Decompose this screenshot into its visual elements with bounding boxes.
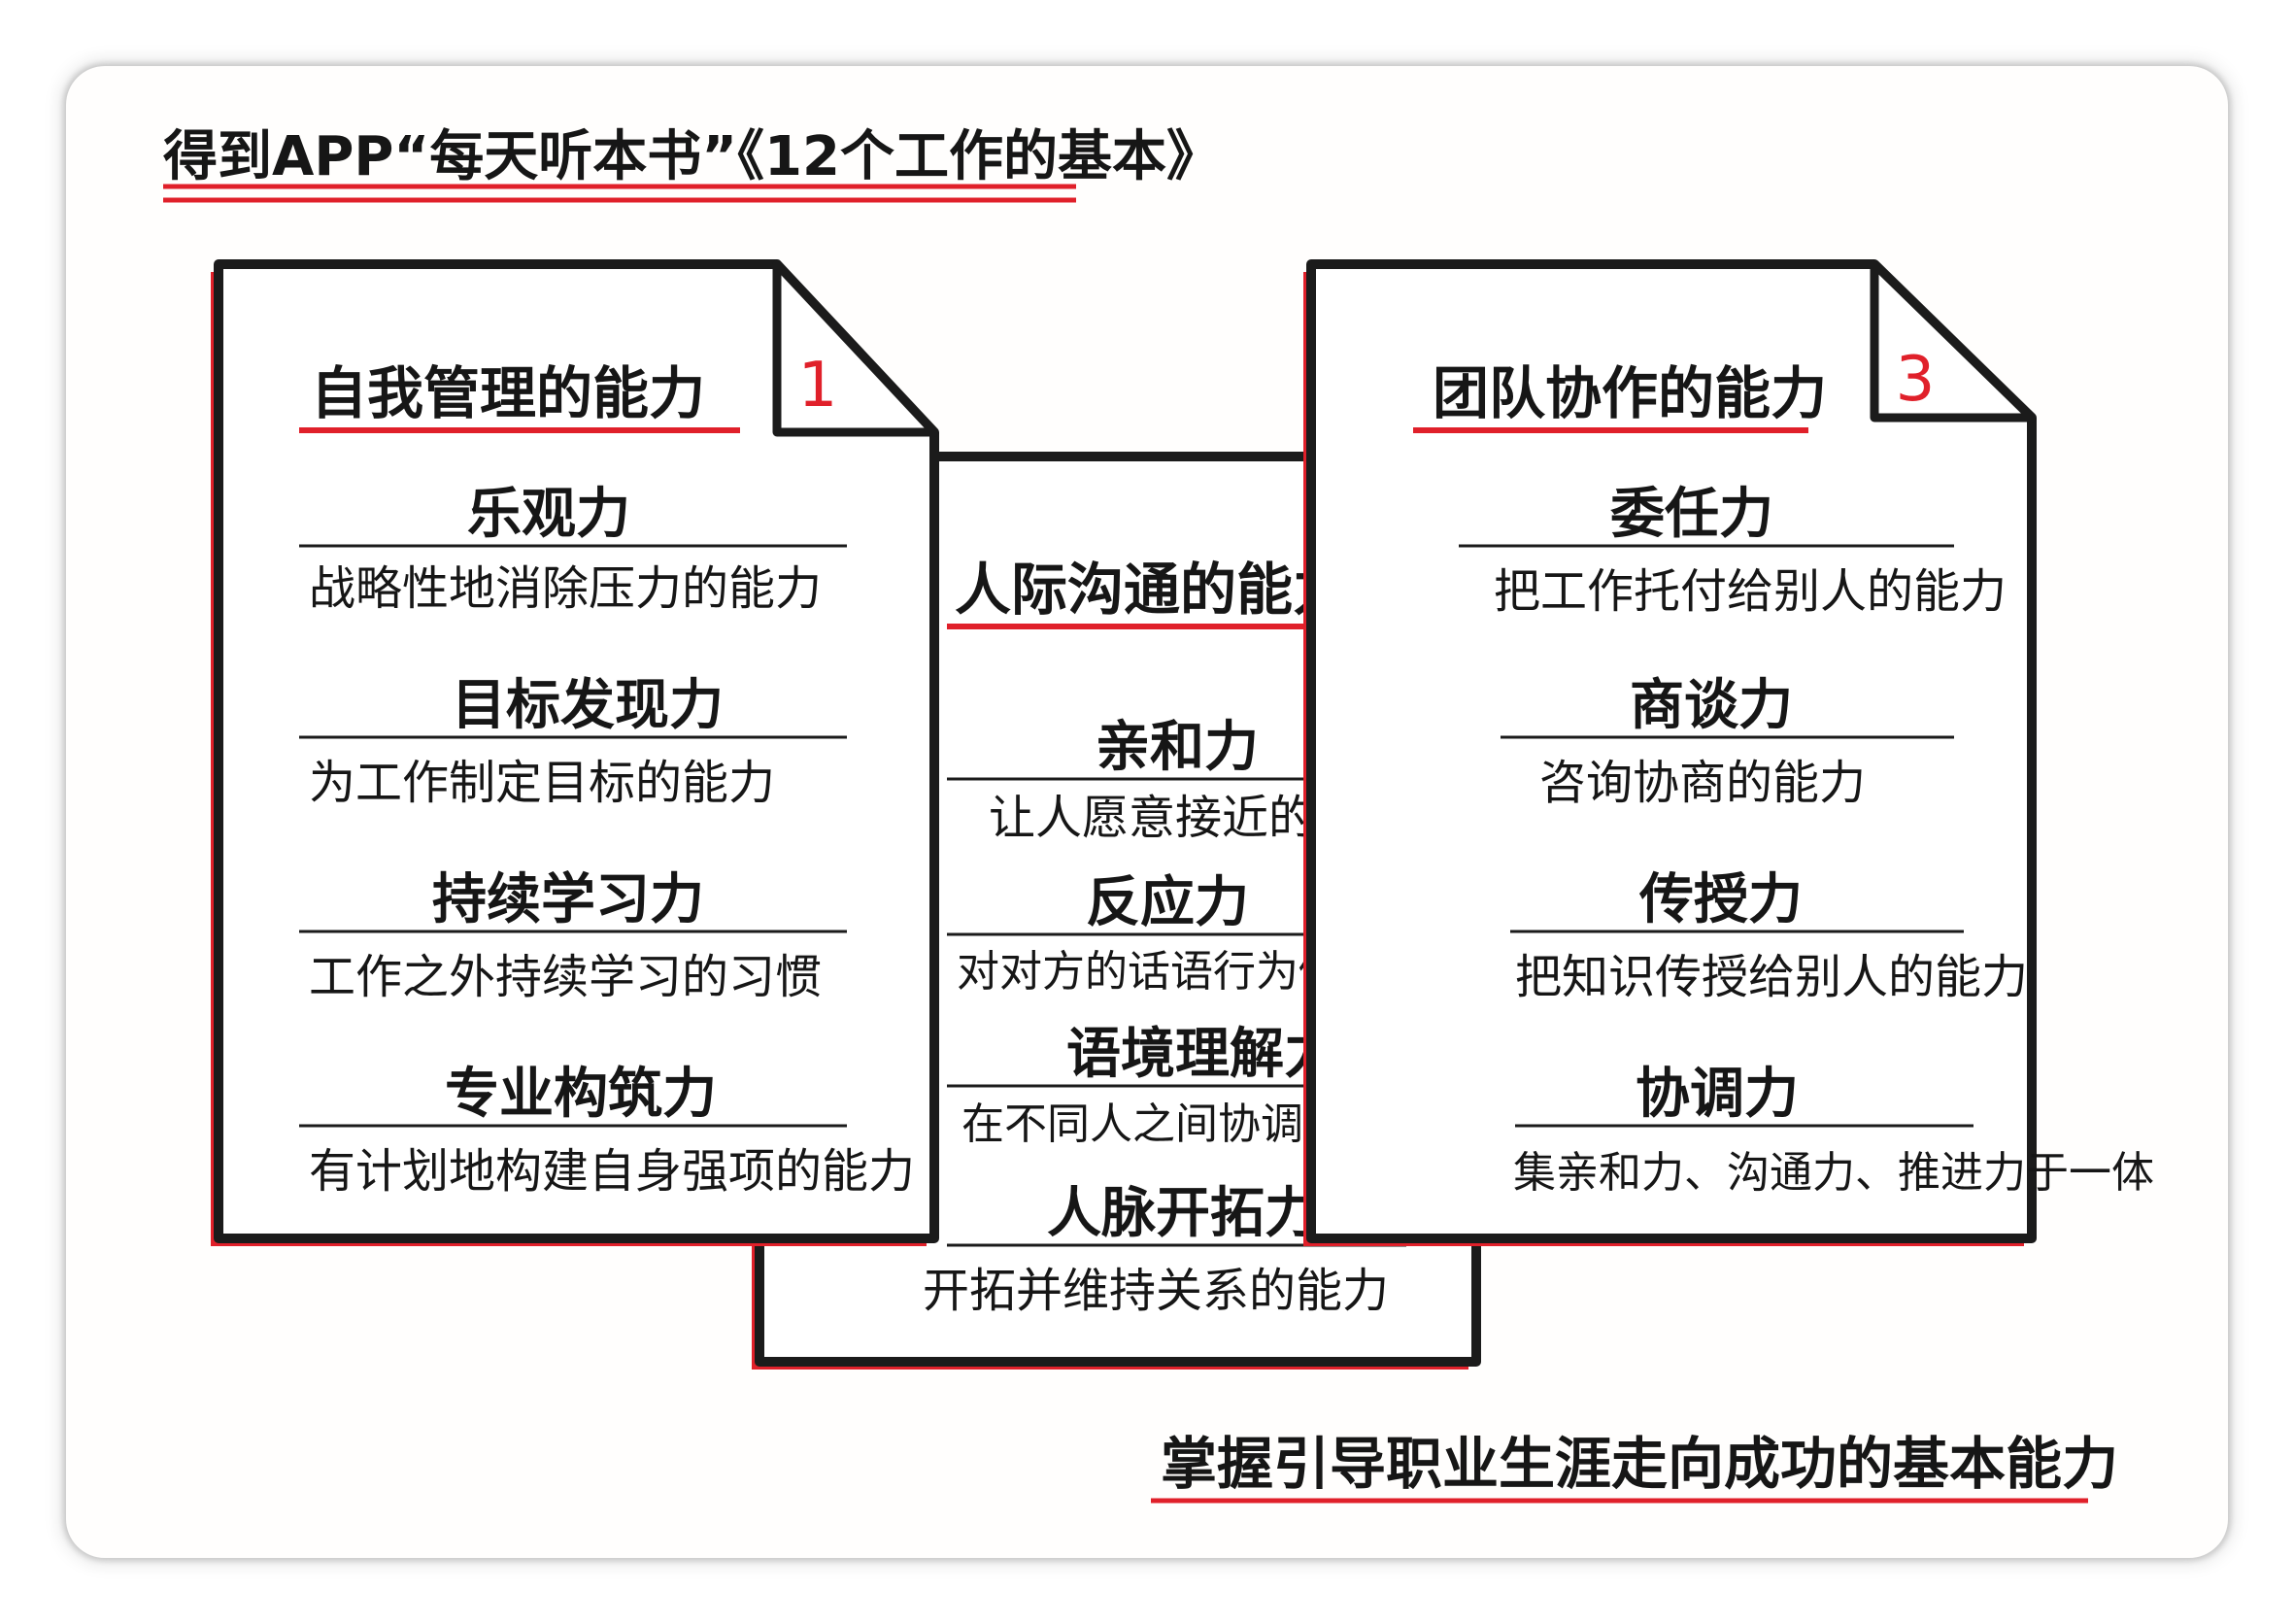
panel-1-title: 自我管理的能力 [311,360,705,426]
panel-1-desc-4: 有计划地构建自身强项的能力 [309,1144,915,1199]
panel-1-skill-3: 持续学习力 [432,868,704,931]
panel-1-fold [772,259,939,437]
panel-1-desc-3: 工作之外持续学习的习惯 [309,950,822,1004]
panel-3-desc-1: 把工作托付给别人的能力 [1494,564,2007,619]
footer: 掌握引导职业生涯走向成功的基本能力 [1151,1431,2118,1504]
panel-3-skill-3: 传授力 [1638,868,1803,931]
panel-3-body [1306,259,2037,1243]
panel-2-skill-1: 亲和力 [1096,716,1259,779]
footer-caption: 掌握引导职业生涯走向成功的基本能力 [1161,1431,2118,1497]
panel-2-skill-2: 反应力 [1086,871,1249,934]
panel-3-skill-2: 商谈力 [1630,674,1793,737]
panel-3-fold [1870,259,2037,423]
panel-1-desc-1: 战略性地消除压力的能力 [309,561,822,616]
panel-2-title: 人际沟通的能力 [955,557,1349,623]
panel-1-number: 1 [798,350,838,422]
panel-2-skill-4: 人脉开拓力 [1047,1182,1319,1245]
panel-3-skill-4: 协调力 [1636,1063,1799,1126]
panel-1: 1 自我管理的能力 乐观力 战略性地消除压力的能力 目标发现力 为工作制定目标的… [211,259,939,1246]
panel-2-skill-3: 语境理解力 [1066,1023,1338,1086]
panel-3-desc-3: 把知识传授给别人的能力 [1515,950,2028,1004]
panel-2-desc-4: 开拓并维持关系的能力 [923,1264,1389,1318]
panel-3-title: 团队协作的能力 [1433,360,1827,426]
panel-3-desc-4: 集亲和力、沟通力、推进力于一体 [1513,1148,2154,1198]
header: 得到APP“每天听本书”《12个工作的基本》 [163,125,1221,203]
panel-3-skill-1: 委任力 [1610,483,1773,546]
panel-1-desc-2: 为工作制定目标的能力 [309,756,775,810]
panel-3-number: 3 [1896,344,1936,416]
panel-1-skill-1: 乐观力 [467,483,630,546]
panel-1-body [214,259,939,1243]
header-title: 得到APP“每天听本书”《12个工作的基本》 [163,125,1221,188]
panel-1-skill-4: 专业构筑力 [445,1063,717,1126]
panel-3: 3 团队协作的能力 委任力 把工作托付给别人的能力 商谈力 咨询协商的能力 传授… [1303,259,2154,1246]
panel-1-skill-2: 目标发现力 [452,674,724,737]
panel-3-desc-2: 咨询协商的能力 [1539,756,1866,810]
